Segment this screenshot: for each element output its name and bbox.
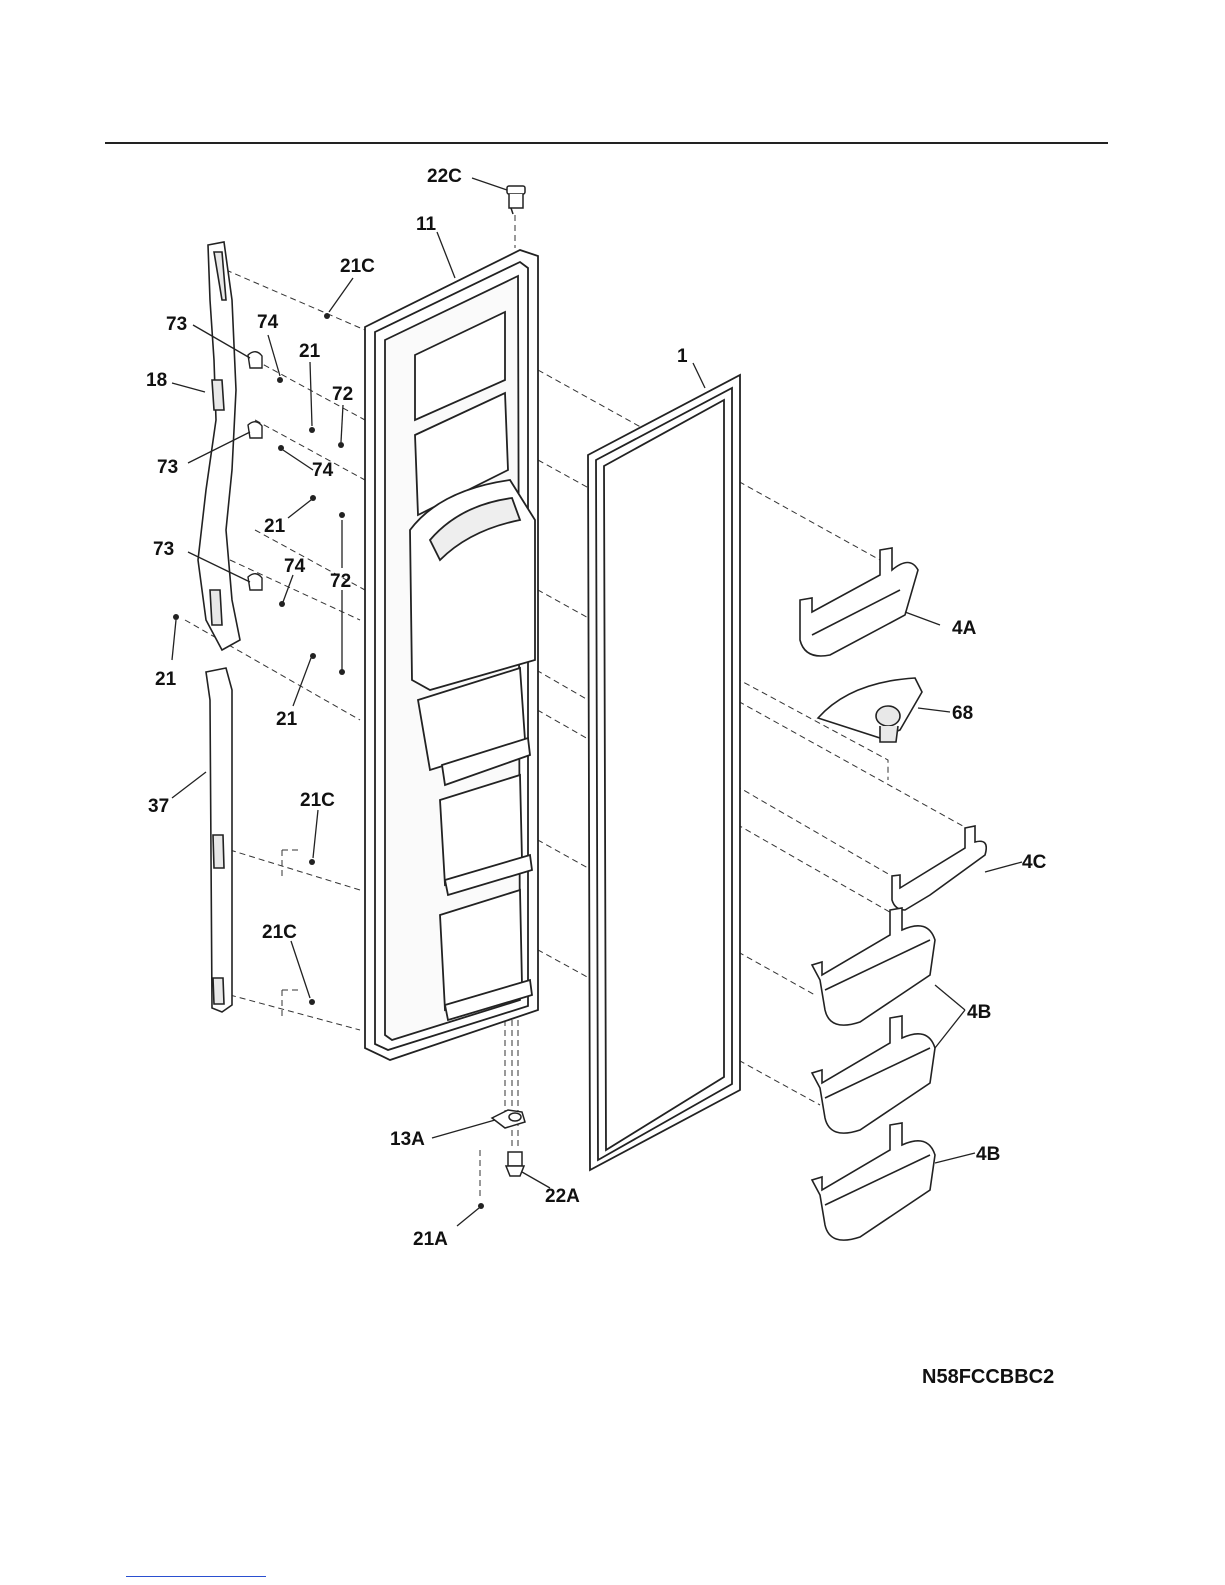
callout-21-c: 21 <box>155 669 177 690</box>
callout-4c: 4C <box>1022 852 1047 873</box>
callout-21c-mid: 21C <box>300 790 335 811</box>
trim-strip-37 <box>206 668 232 1012</box>
callout-4a: 4A <box>952 618 977 639</box>
door-shelf-4c <box>892 826 986 910</box>
callout-74-b: 74 <box>312 460 334 481</box>
door-bin-4b-lower <box>812 1123 935 1240</box>
callout-21-b: 21 <box>264 516 286 537</box>
model-number: N58FCCBBC2 <box>922 1366 1054 1389</box>
callout-72-a: 72 <box>332 384 353 405</box>
callout-73-c: 73 <box>153 539 174 560</box>
door-bin-4b-middle <box>812 1016 935 1133</box>
callout-22c-top: 22C <box>427 166 462 187</box>
callout-72-b: 72 <box>330 571 351 592</box>
handle-brackets-73 <box>248 352 262 590</box>
door-bin-4b-upper <box>812 908 935 1025</box>
callout-73-a: 73 <box>166 314 187 335</box>
callout-4b-b: 4B <box>976 1144 1000 1165</box>
callout-18: 18 <box>146 370 167 391</box>
door-handle-18 <box>198 242 240 650</box>
callout-21-a: 21 <box>299 341 321 362</box>
hinge-bracket-13a <box>492 1110 525 1128</box>
callout-74-c: 74 <box>284 556 306 577</box>
door-gasket-1 <box>588 375 740 1170</box>
hinge-pin-22a <box>506 1152 524 1176</box>
callout-21a: 21A <box>413 1229 448 1250</box>
callout-21c-low: 21C <box>262 922 297 943</box>
door-panel-11 <box>365 250 538 1060</box>
callout-1: 1 <box>677 346 688 367</box>
callout-37: 37 <box>148 796 169 817</box>
callout-21c-top: 21C <box>340 256 375 277</box>
door-bin-4a <box>800 548 918 656</box>
callout-68: 68 <box>952 703 973 724</box>
ice-chute-68 <box>818 678 922 742</box>
callout-4b-a: 4B <box>967 1002 991 1023</box>
callout-21-d: 21 <box>276 709 298 730</box>
callout-74-a: 74 <box>257 312 279 333</box>
callout-11: 11 <box>416 214 437 235</box>
footer-link-underline[interactable] <box>126 1576 266 1577</box>
callout-73-b: 73 <box>157 457 178 478</box>
hinge-pin-22c <box>507 186 525 214</box>
callout-13a: 13A <box>390 1129 425 1150</box>
callout-22a: 22A <box>545 1186 580 1207</box>
